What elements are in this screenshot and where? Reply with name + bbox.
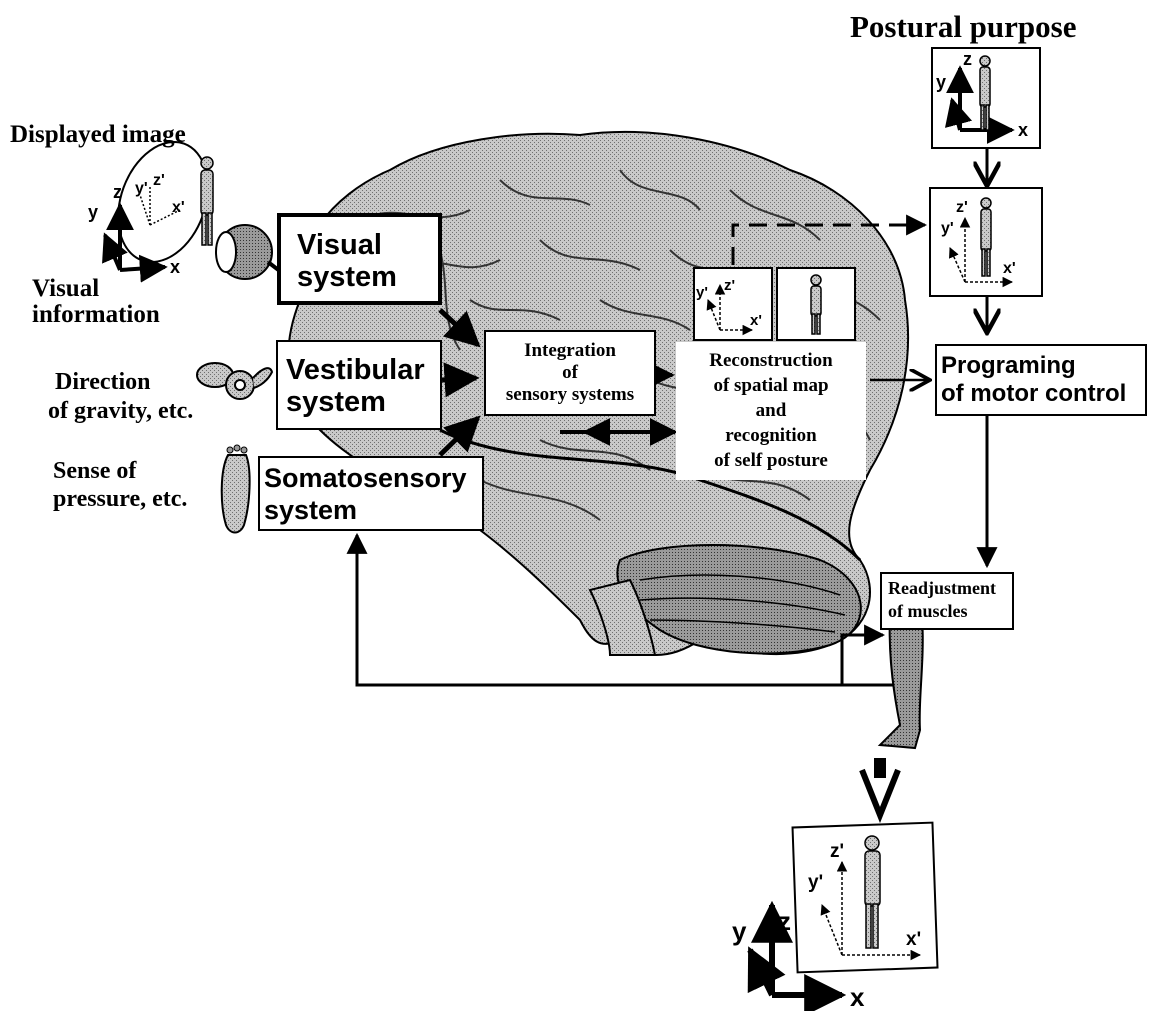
- foot-icon: [222, 445, 250, 533]
- reconstruction-box: Reconstruction of spatial map and recogn…: [676, 342, 866, 480]
- postural-purpose-label: Postural purpose: [850, 9, 1077, 44]
- programing-label: Programing of motor control: [941, 352, 1145, 408]
- vestibular-system-box: Vestibular system: [276, 340, 442, 430]
- axis-x-prime-display: x': [172, 199, 185, 216]
- axis-z-prime-display: z': [153, 172, 165, 189]
- rf2-axis-x-prime: x': [906, 929, 921, 950]
- somatosensory-system-box: Somatosensory system: [258, 456, 484, 531]
- rf2-axis-y-prime: y': [808, 872, 823, 893]
- axis-y-prime-display: y': [135, 180, 148, 197]
- direction-of-gravity-label: Direction of gravity, etc.: [48, 369, 193, 424]
- sense-of-pressure-label: Sense of pressure, etc.: [53, 458, 187, 512]
- output-down-arrow: [862, 758, 898, 815]
- sense-of-pressure-line2: pressure, etc.: [53, 486, 187, 512]
- f2-axis-z-prime: z': [956, 199, 968, 216]
- result-axis-z: z: [778, 906, 791, 936]
- pp-axis-z: z: [963, 49, 972, 69]
- visual-information-line1: Visual: [32, 275, 99, 302]
- pp-axis-y: y: [936, 72, 946, 92]
- visual-information-line2: information: [32, 301, 160, 328]
- integration-label: Integration of sensory systems: [486, 340, 654, 406]
- direction-of-gravity-line2: of gravity, etc.: [48, 398, 193, 424]
- rf-axis-y-prime: y': [696, 284, 708, 301]
- postural-purpose-frame: z y x: [932, 48, 1040, 148]
- rf-axis-z-prime: z': [724, 277, 735, 294]
- programing-box: Programing of motor control: [935, 344, 1147, 416]
- axis-y-display: y: [88, 202, 98, 222]
- direction-of-gravity-line1: Direction: [55, 369, 151, 395]
- axis-z-display: z: [113, 182, 122, 202]
- rf-axis-x-prime: x': [750, 312, 762, 329]
- visual-information-label: Visual information: [32, 275, 160, 328]
- result-axis-x: x: [850, 982, 865, 1011]
- prime-axes-frame: z' y' x': [930, 188, 1042, 296]
- visual-system-label: Visual system: [297, 229, 438, 293]
- integration-box: Integration of sensory systems: [484, 330, 656, 416]
- vestibular-system-label: Vestibular system: [286, 354, 440, 418]
- xyz-axes-display: [105, 205, 165, 270]
- result-frame: z' y' x': [793, 823, 938, 973]
- sense-of-pressure-line1: Sense of: [53, 458, 137, 484]
- somatosensory-system-label: Somatosensory system: [264, 462, 482, 526]
- eye-icon: [216, 225, 285, 279]
- reconstruction-label: Reconstruction of spatial map and recogn…: [676, 348, 866, 473]
- visual-system-box: Visual system: [277, 213, 442, 305]
- reconstruction-figure-frame: [777, 268, 855, 340]
- reconstruction-axes-frame: z' y' x': [694, 268, 772, 340]
- inner-ear-icon: [197, 363, 272, 399]
- axis-x-display: x: [170, 257, 180, 277]
- displayed-image-label: Displayed image: [10, 121, 186, 148]
- rf2-axis-z-prime: z': [830, 841, 844, 862]
- readjustment-box: Readjustment of muscles: [880, 572, 1014, 630]
- f2-axis-y-prime: y': [941, 220, 954, 237]
- f2-axis-x-prime: x': [1003, 260, 1016, 277]
- standing-person-icon: [201, 157, 213, 245]
- result-axis-y: y: [732, 916, 747, 946]
- readjustment-label: Readjustment of muscles: [888, 577, 1012, 623]
- leg-figure: [880, 615, 923, 748]
- pp-axis-x: x: [1018, 120, 1028, 140]
